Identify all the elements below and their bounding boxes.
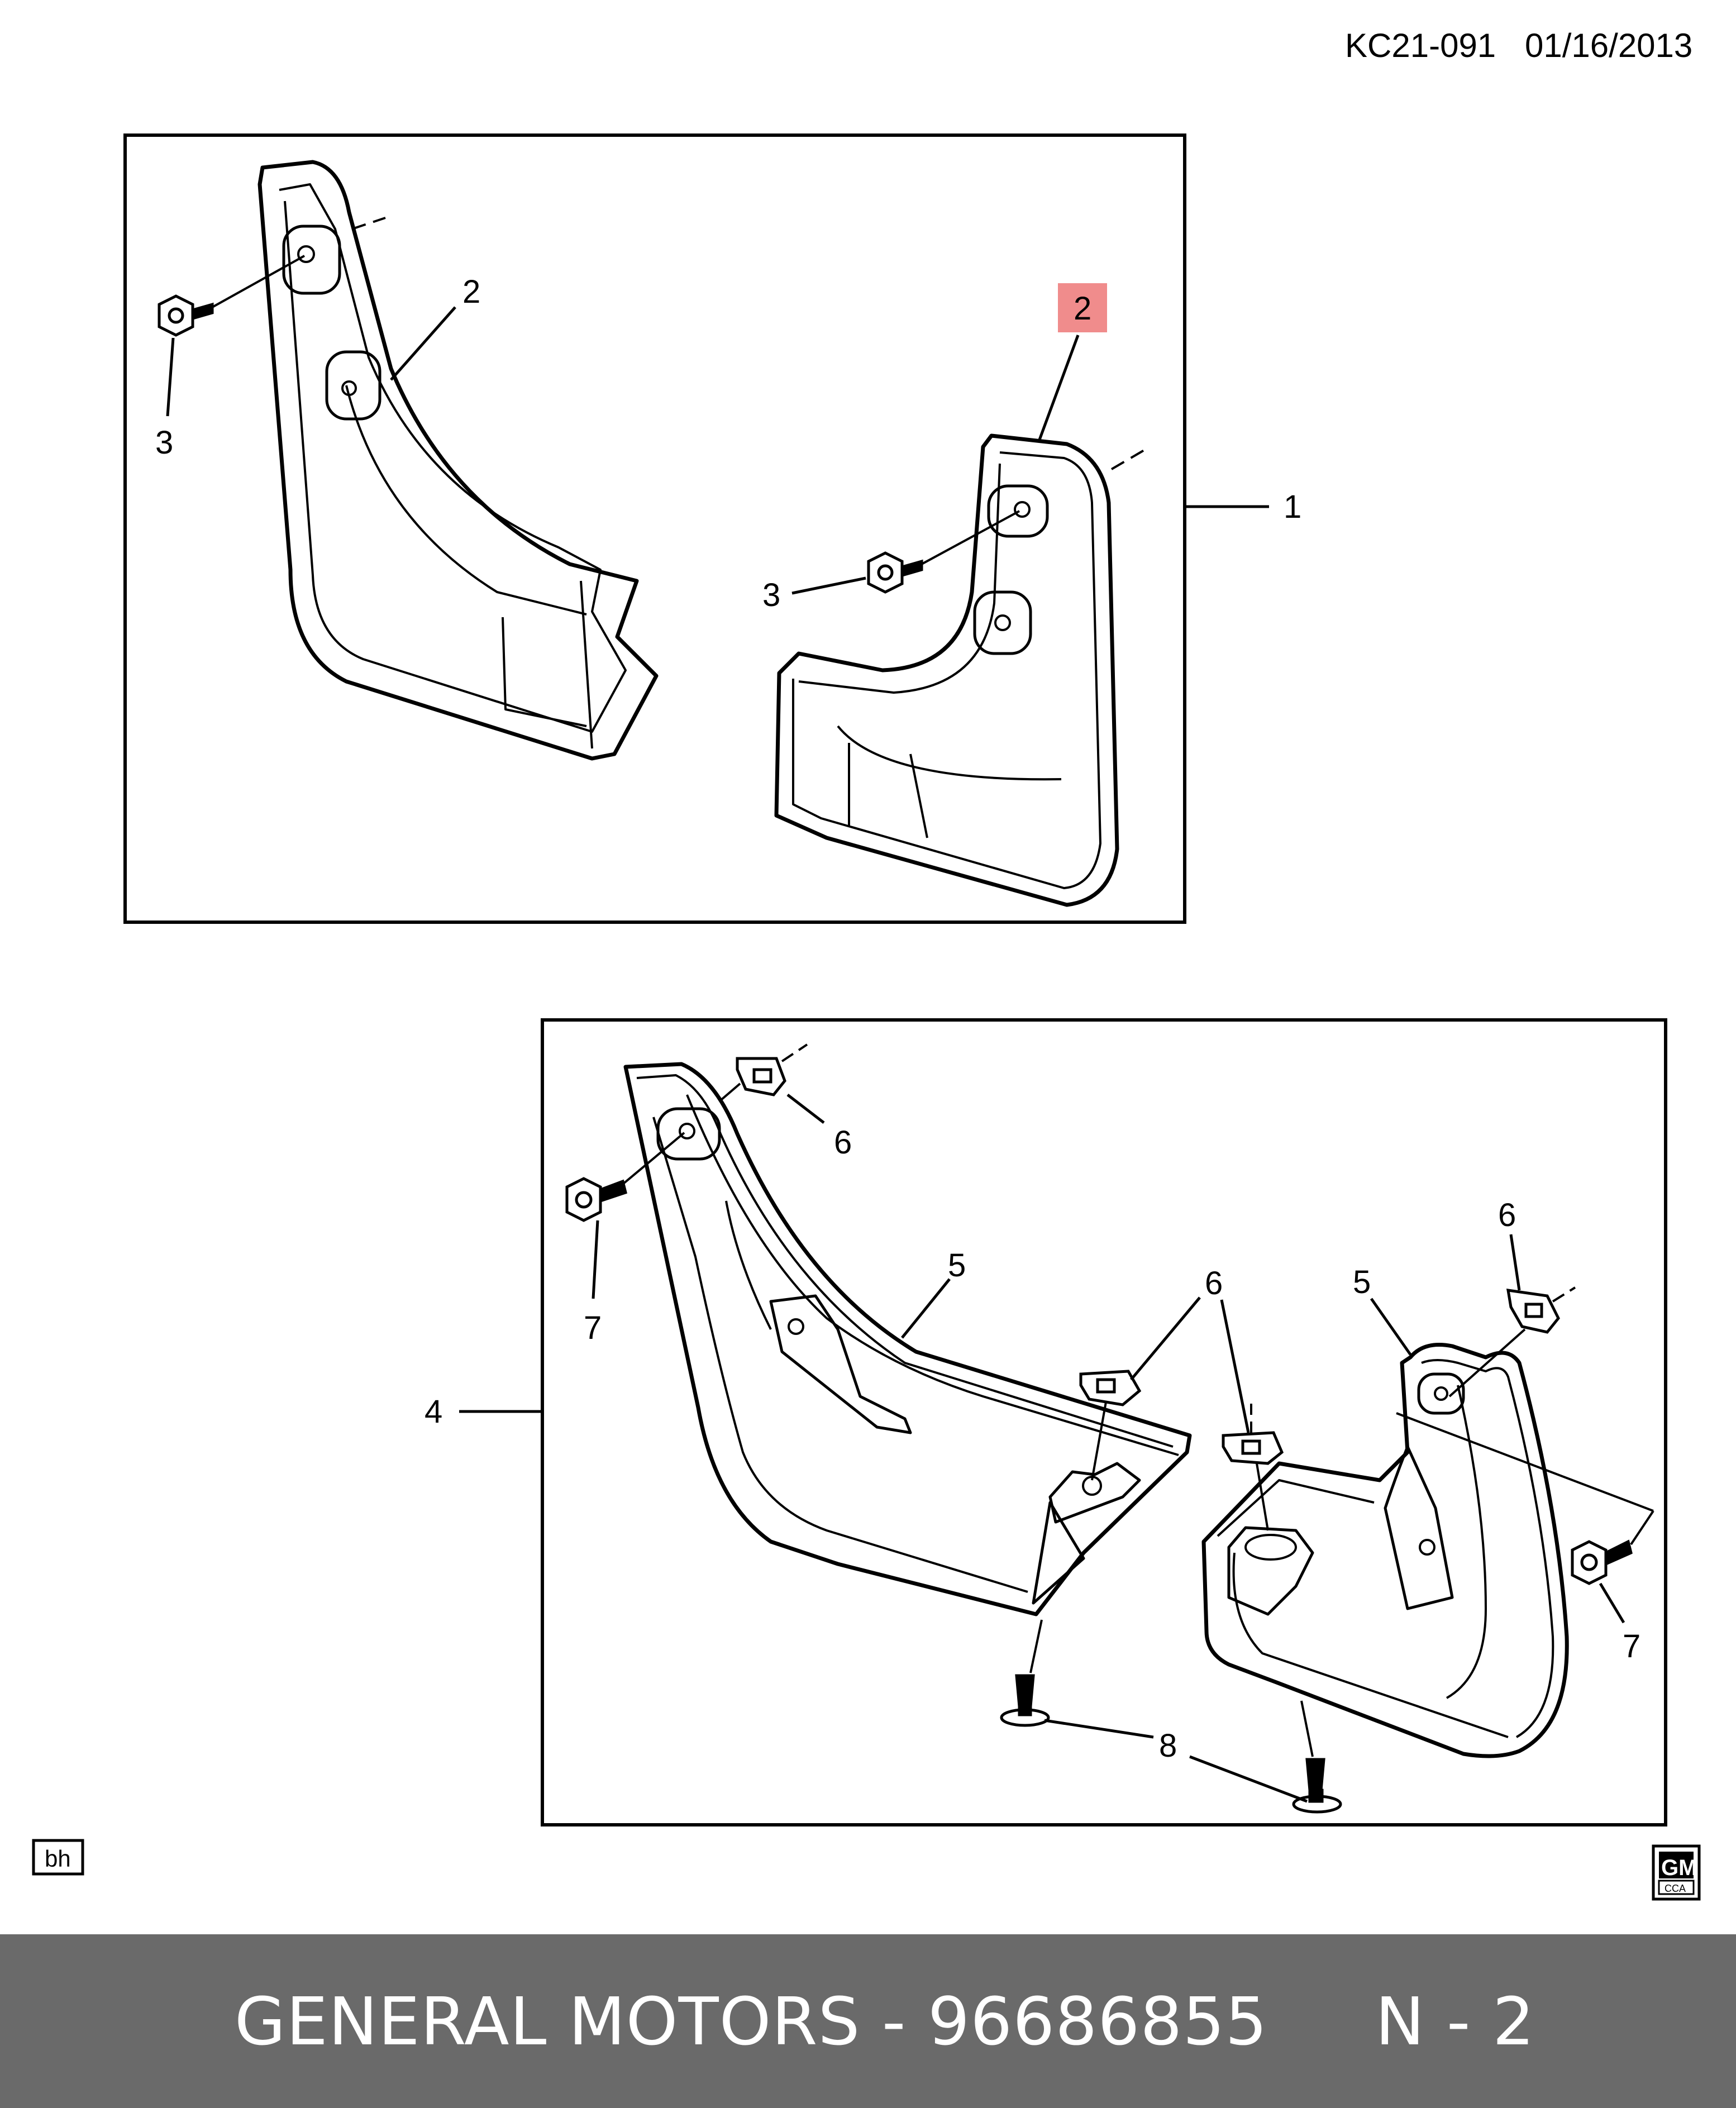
clip-axis (1448, 1328, 1526, 1398)
clip-icon (736, 1057, 786, 1096)
callout-highlight (1058, 283, 1107, 332)
diagram-date: 01/16/2013 (1525, 27, 1692, 64)
footer-bar: GENERAL MOTORS - 96686855 N - 2 (0, 1934, 1736, 2108)
svg-text:GM: GM (1661, 1856, 1697, 1880)
callout-6c[interactable]: 6 (1498, 1197, 1516, 1233)
callout-8[interactable]: 8 (1159, 1728, 1177, 1764)
leader-8b (1189, 1755, 1308, 1803)
callout-3b[interactable]: 3 (762, 577, 780, 613)
leader-7b (1599, 1582, 1625, 1624)
artist-tag: bh (45, 1845, 71, 1872)
screw-axis (1029, 1619, 1043, 1673)
bolt-axis (622, 1132, 685, 1185)
callout-7a[interactable]: 7 (584, 1310, 602, 1346)
parts-diagram: KC21-091 01/16/2013 (32, 27, 1701, 1901)
callout-2a[interactable]: 2 (462, 274, 480, 310)
clip-icon (1506, 1289, 1560, 1334)
leader-2b (1037, 335, 1080, 442)
gm-logo: GM CCA (1652, 1844, 1701, 1901)
leader-2a (390, 306, 456, 381)
leader-6d (1509, 1234, 1521, 1291)
bolt-icon (565, 1177, 627, 1222)
leader-8a (1044, 1719, 1154, 1739)
leader-6a (786, 1094, 825, 1124)
leader-5b (1370, 1298, 1412, 1356)
leader-3b (791, 576, 866, 595)
callout-7b[interactable]: 7 (1623, 1628, 1640, 1665)
clip-axis (1256, 1463, 1269, 1531)
callout-6a[interactable]: 6 (834, 1124, 852, 1161)
rear-mud-guard-right (1201, 1343, 1569, 1758)
callout-4[interactable]: 4 (425, 1394, 442, 1430)
callout-6b[interactable]: 6 (1205, 1265, 1223, 1301)
svg-text:CCA: CCA (1665, 1883, 1686, 1894)
screw-icon (1292, 1758, 1342, 1814)
artist-tag-box (32, 1839, 84, 1876)
front-mud-guard-panel (123, 133, 1186, 924)
leader-6b (1130, 1296, 1201, 1381)
callout-2b[interactable]: 2 (1074, 290, 1091, 327)
leader-3b-fastener (921, 510, 1020, 565)
bolt-icon (1571, 1539, 1633, 1585)
screw-icon (1000, 1674, 1050, 1727)
bolt-axis (1396, 1412, 1654, 1512)
rear-mud-guard-panel (541, 1018, 1667, 1826)
clip-axis (719, 1082, 741, 1101)
nut-icon (867, 551, 923, 594)
leader-3a (166, 337, 175, 417)
clip-axis (1091, 1401, 1107, 1481)
screw-axis (1300, 1700, 1314, 1757)
nut-icon (158, 294, 214, 337)
footer-text: GENERAL MOTORS - 96686855 N - 2 (234, 1982, 1535, 2060)
leader-3a-fastener (212, 255, 305, 308)
clip-axis (781, 1043, 808, 1062)
front-mud-guard-right (774, 433, 1146, 907)
callout-5b[interactable]: 5 (1353, 1264, 1371, 1300)
diagram-id: KC21-091 (1345, 27, 1496, 64)
leader-6c (1220, 1299, 1250, 1433)
callout-3a[interactable]: 3 (155, 425, 173, 461)
callout-1[interactable]: 1 (1284, 489, 1301, 525)
leader-5a (901, 1278, 951, 1339)
callout-5a[interactable]: 5 (948, 1247, 966, 1284)
front-mud-guard-left (257, 160, 659, 761)
rear-mud-guard-left (623, 1062, 1192, 1616)
clip-axis (1552, 1286, 1576, 1303)
bolt-axis (1630, 1510, 1654, 1546)
clip-icon (1222, 1431, 1284, 1465)
leader-7a (592, 1220, 599, 1299)
clip-icon (1079, 1370, 1142, 1406)
